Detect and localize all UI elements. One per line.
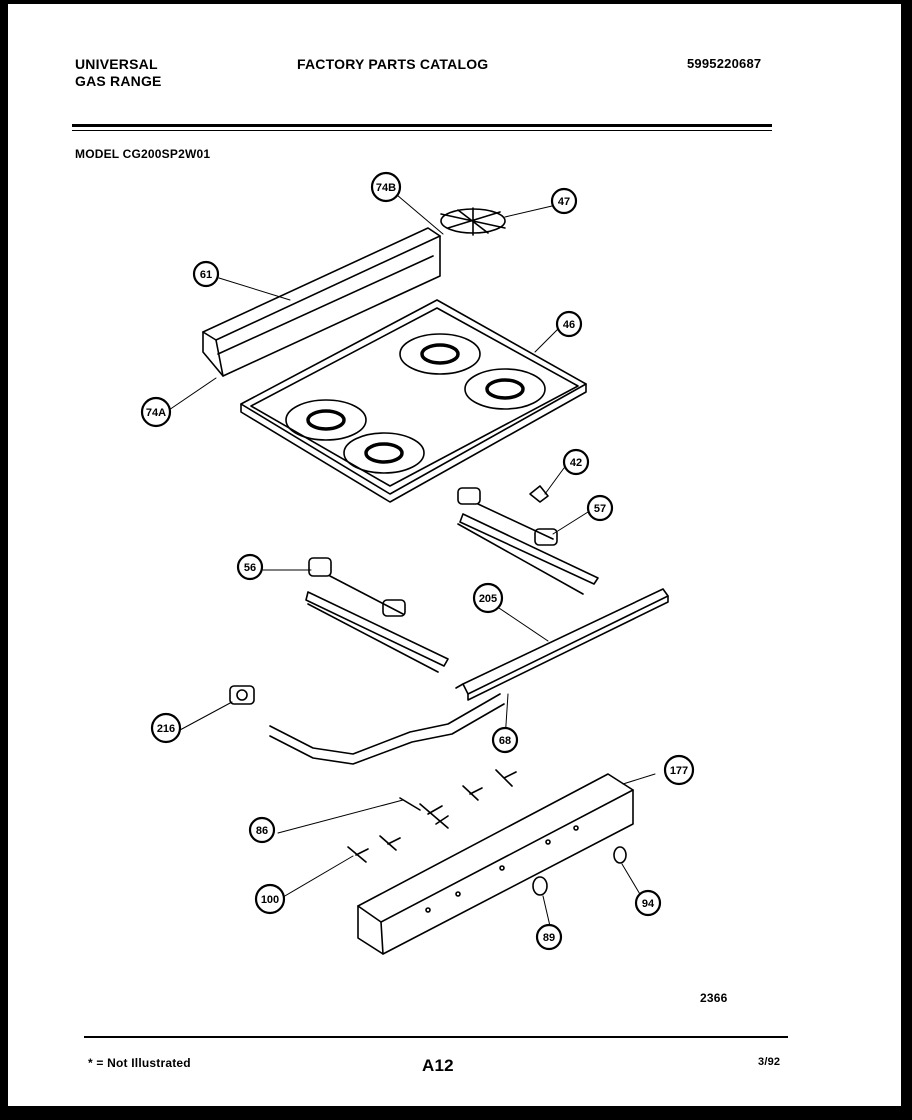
callout-74a: 74A <box>140 396 172 428</box>
callout-57: 57 <box>586 494 614 522</box>
catalog-number: 5995220687 <box>687 56 762 71</box>
manifold-bracket-part <box>455 588 669 701</box>
callout-94: 94 <box>634 889 662 917</box>
callout-label: 216 <box>157 723 175 735</box>
callout-bubble <box>634 889 662 917</box>
callout-label: 46 <box>563 319 575 331</box>
callout-label: 61 <box>200 269 212 281</box>
burner-assembly-left-part <box>305 557 449 673</box>
callout-89: 89 <box>535 923 563 951</box>
callout-label: 47 <box>558 196 570 208</box>
callout-bubble <box>535 923 563 951</box>
callout-label: 177 <box>670 765 688 777</box>
revision-date: 3/92 <box>758 1056 781 1068</box>
callout-205: 205 <box>472 582 504 614</box>
cooktop-part <box>240 299 587 503</box>
header-rule-bottom <box>72 130 772 131</box>
catalog-title: FACTORY PARTS CATALOG <box>297 56 489 72</box>
callout-label: 74A <box>146 407 166 419</box>
callout-label: 86 <box>256 825 268 837</box>
callout-bubble <box>150 712 182 744</box>
callout-56: 56 <box>236 553 264 581</box>
model-label: MODEL CG200SP2W01 <box>75 147 211 161</box>
callout-label: 89 <box>543 932 555 944</box>
callout-74b: 74B <box>370 171 402 203</box>
knob-89-part <box>532 876 548 896</box>
callout-label: 94 <box>642 898 655 910</box>
callout-bubble <box>472 582 504 614</box>
callout-bubble <box>254 883 286 915</box>
callout-bubble <box>555 310 583 338</box>
page-number: A12 <box>422 1056 454 1075</box>
callout-label: 56 <box>244 562 256 574</box>
parts-catalog-page: UNIVERSAL GAS RANGE FACTORY PARTS CATALO… <box>8 4 901 1106</box>
callout-46: 46 <box>555 310 583 338</box>
callout-bubble <box>550 187 578 215</box>
header-rule-top <box>72 124 772 127</box>
callout-216: 216 <box>150 712 182 744</box>
burner-assembly-right-part <box>457 485 599 595</box>
callout-86: 86 <box>248 816 276 844</box>
callout-bubble <box>562 448 590 476</box>
callout-label: 42 <box>570 457 582 469</box>
callout-bubble <box>370 171 402 203</box>
backguard-part <box>202 227 441 377</box>
footer-rule <box>84 1036 788 1038</box>
brand-line-1: UNIVERSAL <box>75 56 158 72</box>
exploded-parts-diagram: 74B 47 61 46 74A 42 57 56 205 216 68 177 86 100 94 89 <box>140 171 695 955</box>
callout-bubble <box>248 816 276 844</box>
callout-47: 47 <box>550 187 578 215</box>
brand-line-2: GAS RANGE <box>75 73 162 89</box>
callout-label: 68 <box>499 735 511 747</box>
callout-label: 205 <box>479 593 497 605</box>
control-panel-part <box>357 773 634 955</box>
callout-bubble <box>192 260 220 288</box>
callout-bubble <box>586 494 614 522</box>
burner-grate-part <box>440 207 506 236</box>
callout-61: 61 <box>192 260 220 288</box>
callout-bubble <box>491 726 519 754</box>
callout-bubble <box>236 553 264 581</box>
footnote-not-illustrated: * = Not Illustrated <box>88 1056 191 1070</box>
callout-68: 68 <box>491 726 519 754</box>
callout-100: 100 <box>254 883 286 915</box>
callout-label: 100 <box>261 894 279 906</box>
callouts: 74B 47 61 46 74A 42 57 56 205 216 68 177 86 100 94 89 <box>140 171 695 951</box>
callout-177: 177 <box>663 754 695 786</box>
callout-42: 42 <box>562 448 590 476</box>
callout-bubble <box>140 396 172 428</box>
gas-supply-tube-part <box>229 685 505 765</box>
callout-label: 57 <box>594 503 606 515</box>
callout-bubble <box>663 754 695 786</box>
diagram-id: 2366 <box>700 991 728 1005</box>
knob-94-part <box>613 846 627 864</box>
burner-valves-part <box>347 769 517 863</box>
callout-label: 74B <box>376 182 396 194</box>
